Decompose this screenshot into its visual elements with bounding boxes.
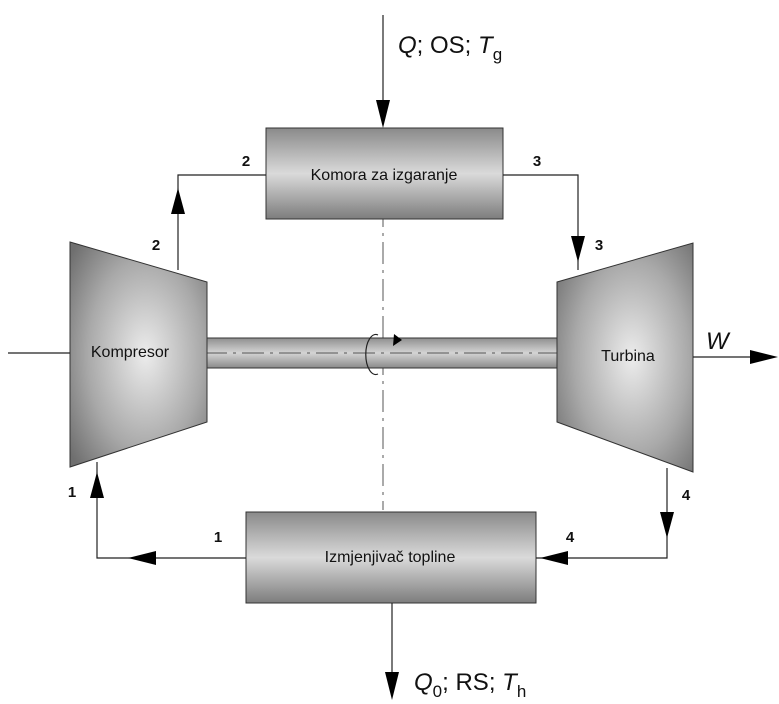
work-label: W [706, 328, 731, 355]
heat-exchanger-label: Izmjenjivač topline [325, 549, 456, 566]
flow-arrow-4-left-icon [540, 551, 568, 565]
flow-line-2 [177, 174, 266, 270]
state-label-1-bottom: 1 [214, 529, 222, 546]
flow-arrow-2-icon [171, 188, 185, 214]
state-label-2-side: 2 [152, 237, 160, 254]
rotation-arc [365, 333, 379, 376]
heat-out-q: Q [414, 669, 433, 696]
heat-in-t: T [478, 32, 495, 59]
heat-out-arrow-icon [385, 672, 399, 700]
combustor-label: Komora za izgaranje [311, 167, 458, 184]
flow-arrow-4-down-icon [660, 512, 674, 538]
flow-arrow-1-left-icon [128, 551, 156, 565]
flow-arrow-1-up-icon [90, 472, 104, 498]
state-label-4-bottom: 4 [566, 529, 575, 546]
heat-in-label: Q; OS; Tg [398, 32, 502, 64]
turbine-body [556, 242, 694, 473]
heat-in-arrow-icon [376, 100, 390, 128]
heat-out-t-sub: h [517, 682, 526, 701]
flow-arrow-3-icon [571, 236, 585, 262]
flow-line-1 [96, 462, 246, 559]
heat-out-q-sub: 0 [433, 682, 442, 701]
state-label-1-side: 1 [68, 484, 76, 501]
flow-line-4 [536, 468, 668, 559]
heat-in-mid: ; OS; [417, 32, 478, 59]
state-label-3-side: 3 [595, 237, 603, 254]
rotation-arrow-icon [393, 334, 402, 346]
heat-out-mid: ; RS; [442, 669, 502, 696]
heat-in-t-sub: g [493, 45, 502, 64]
work-out-arrow-icon [750, 350, 778, 364]
heat-in-q: Q [398, 32, 417, 59]
flow-line-3 [503, 174, 579, 270]
state-label-2-top: 2 [242, 153, 250, 170]
state-label-4-side: 4 [682, 487, 691, 504]
compressor-label: Kompresor [91, 344, 170, 361]
turbine-label: Turbina [601, 348, 655, 365]
heat-exchanger-box [245, 511, 537, 604]
state-label-3-top: 3 [533, 153, 541, 170]
heat-out-label: Q0; RS; Th [414, 669, 526, 701]
combustor-box [265, 127, 504, 220]
compressor-body [69, 241, 208, 468]
heat-out-t: T [502, 669, 519, 696]
